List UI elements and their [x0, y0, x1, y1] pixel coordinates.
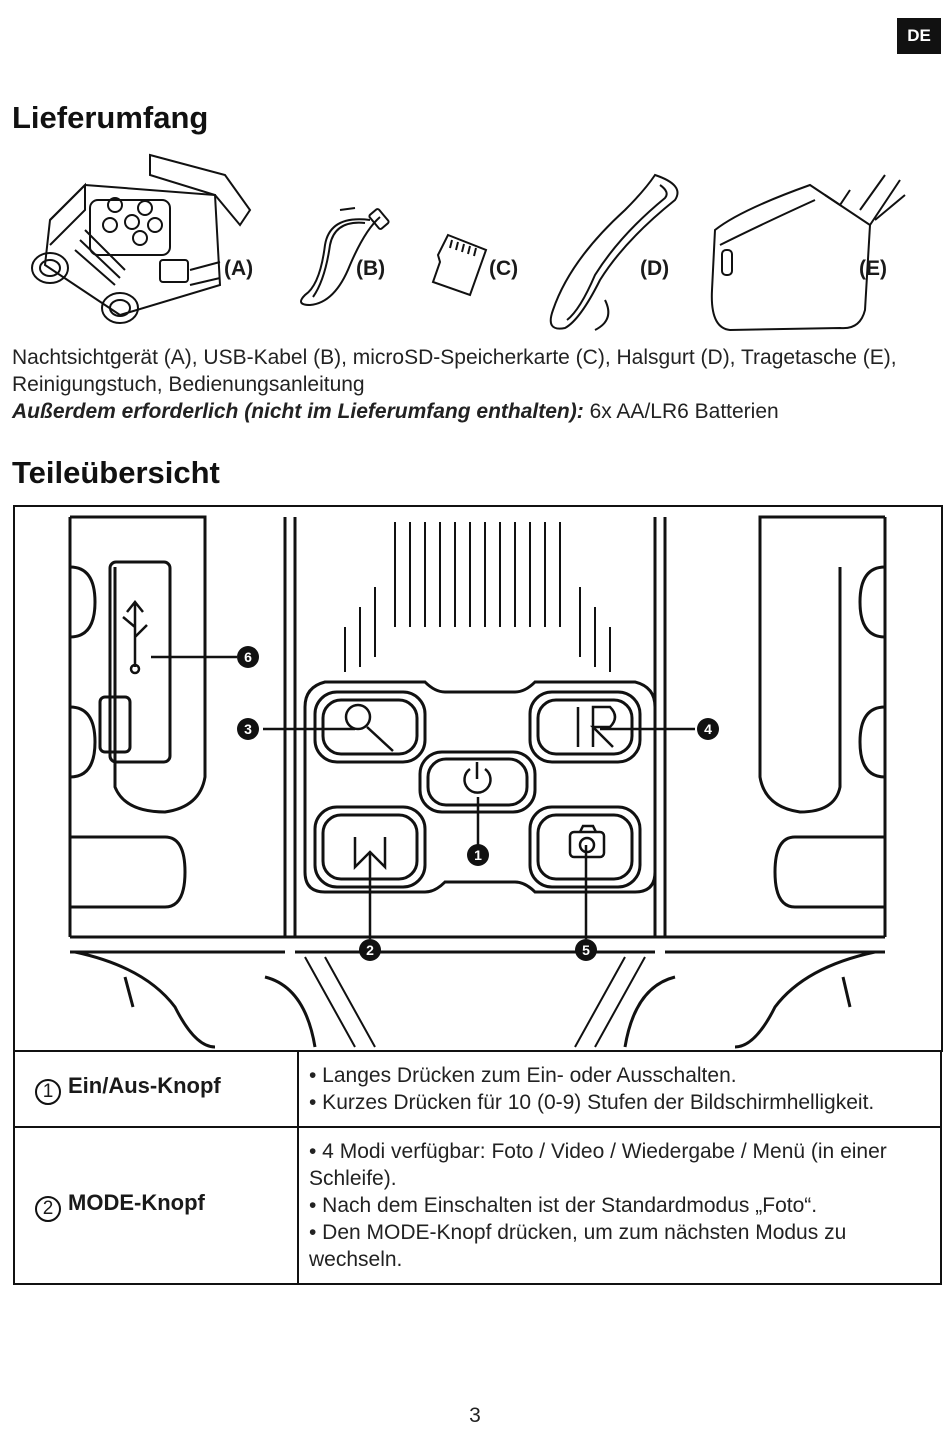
night-vision-device-illustration [31, 153, 252, 324]
part-description-cell: • 4 Modi verfügbar: Foto / Video / Wiede… [297, 1126, 942, 1285]
callout-1 [467, 844, 489, 866]
part-description-line: • Langes Drücken zum Ein- oder Ausschalt… [309, 1064, 737, 1087]
neck-strap-illustration [549, 173, 679, 331]
item-label-e: (E) [859, 257, 887, 280]
required-label: Außerdem erforderlich (nicht im Lieferum… [12, 400, 584, 423]
callout-2 [359, 939, 381, 961]
callout-2-label: 2 [366, 942, 374, 958]
callout-markers [237, 646, 719, 961]
parts-diagram: 6 3 4 1 2 5 [13, 505, 943, 1052]
package-contents-illustrations: (A) (B) (C) (D) [0, 150, 950, 340]
usb-icon [122, 599, 148, 675]
callout-3-label: 3 [244, 721, 252, 737]
part-description-line: • Kurzes Drücken für 10 (0-9) Stufen der… [309, 1091, 875, 1114]
part-description-cell: • Langes Drücken zum Ein- oder Ausschalt… [297, 1050, 942, 1128]
item-label-d: (D) [640, 257, 670, 280]
part-name-cell: 1 Ein/Aus-Knopf [13, 1050, 299, 1128]
callout-4-label: 4 [704, 721, 712, 737]
part-name: Ein/Aus-Knopf [68, 1073, 221, 1098]
item-label-a: (A) [224, 257, 254, 280]
part-description-line: • Nach dem Einschalten ist der Standardm… [309, 1194, 818, 1217]
callout-5-label: 5 [582, 942, 590, 958]
table-row: 2 MODE-Knopf • 4 Modi verfügbar: Foto / V… [13, 1126, 942, 1285]
device-top-view-drawing: 6 3 4 1 2 5 [68, 515, 887, 1049]
contents-line: Nachtsichtgerät (A), USB-Kabel (B), micr… [12, 346, 897, 396]
part-number: 2 [35, 1195, 61, 1222]
part-name: MODE-Knopf [68, 1189, 205, 1215]
parts-table: 1 Ein/Aus-Knopf • Langes Drücken zum Ein-… [13, 1050, 942, 1285]
callout-5 [575, 939, 597, 961]
carrying-bag-illustration [710, 174, 906, 332]
callout-4 [697, 718, 719, 740]
item-label-b: (B) [356, 257, 386, 280]
section-title-parts: Teileübersicht [12, 455, 220, 490]
callout-1-label: 1 [474, 847, 482, 863]
callout-6 [237, 646, 259, 668]
page-number: 3 [469, 1404, 481, 1427]
section-title-contents: Lieferumfang [12, 100, 209, 135]
callout-6-label: 6 [244, 649, 252, 665]
required-line: Außerdem erforderlich (nicht im Lieferum… [12, 398, 937, 425]
usb-cable-illustration [300, 207, 390, 307]
contents-description: Nachtsichtgerät (A), USB-Kabel (B), micr… [12, 344, 937, 425]
microsd-card-illustration [431, 233, 488, 297]
item-label-c: (C) [489, 257, 519, 280]
callout-3 [237, 718, 259, 740]
power-icon [463, 762, 492, 794]
required-value: 6x AA/LR6 Batterien [583, 400, 779, 423]
zoom-icon [344, 703, 372, 731]
part-description-line: • Den MODE-Knopf drücken, um zum nächste… [309, 1221, 847, 1271]
table-row: 1 Ein/Aus-Knopf • Langes Drücken zum Ein-… [13, 1050, 942, 1128]
part-number: 1 [35, 1079, 61, 1105]
part-name-cell: 2 MODE-Knopf [13, 1126, 299, 1285]
language-badge: DE [897, 18, 941, 54]
part-description-line: • 4 Modi verfügbar: Foto / Video / Wiede… [309, 1140, 887, 1190]
